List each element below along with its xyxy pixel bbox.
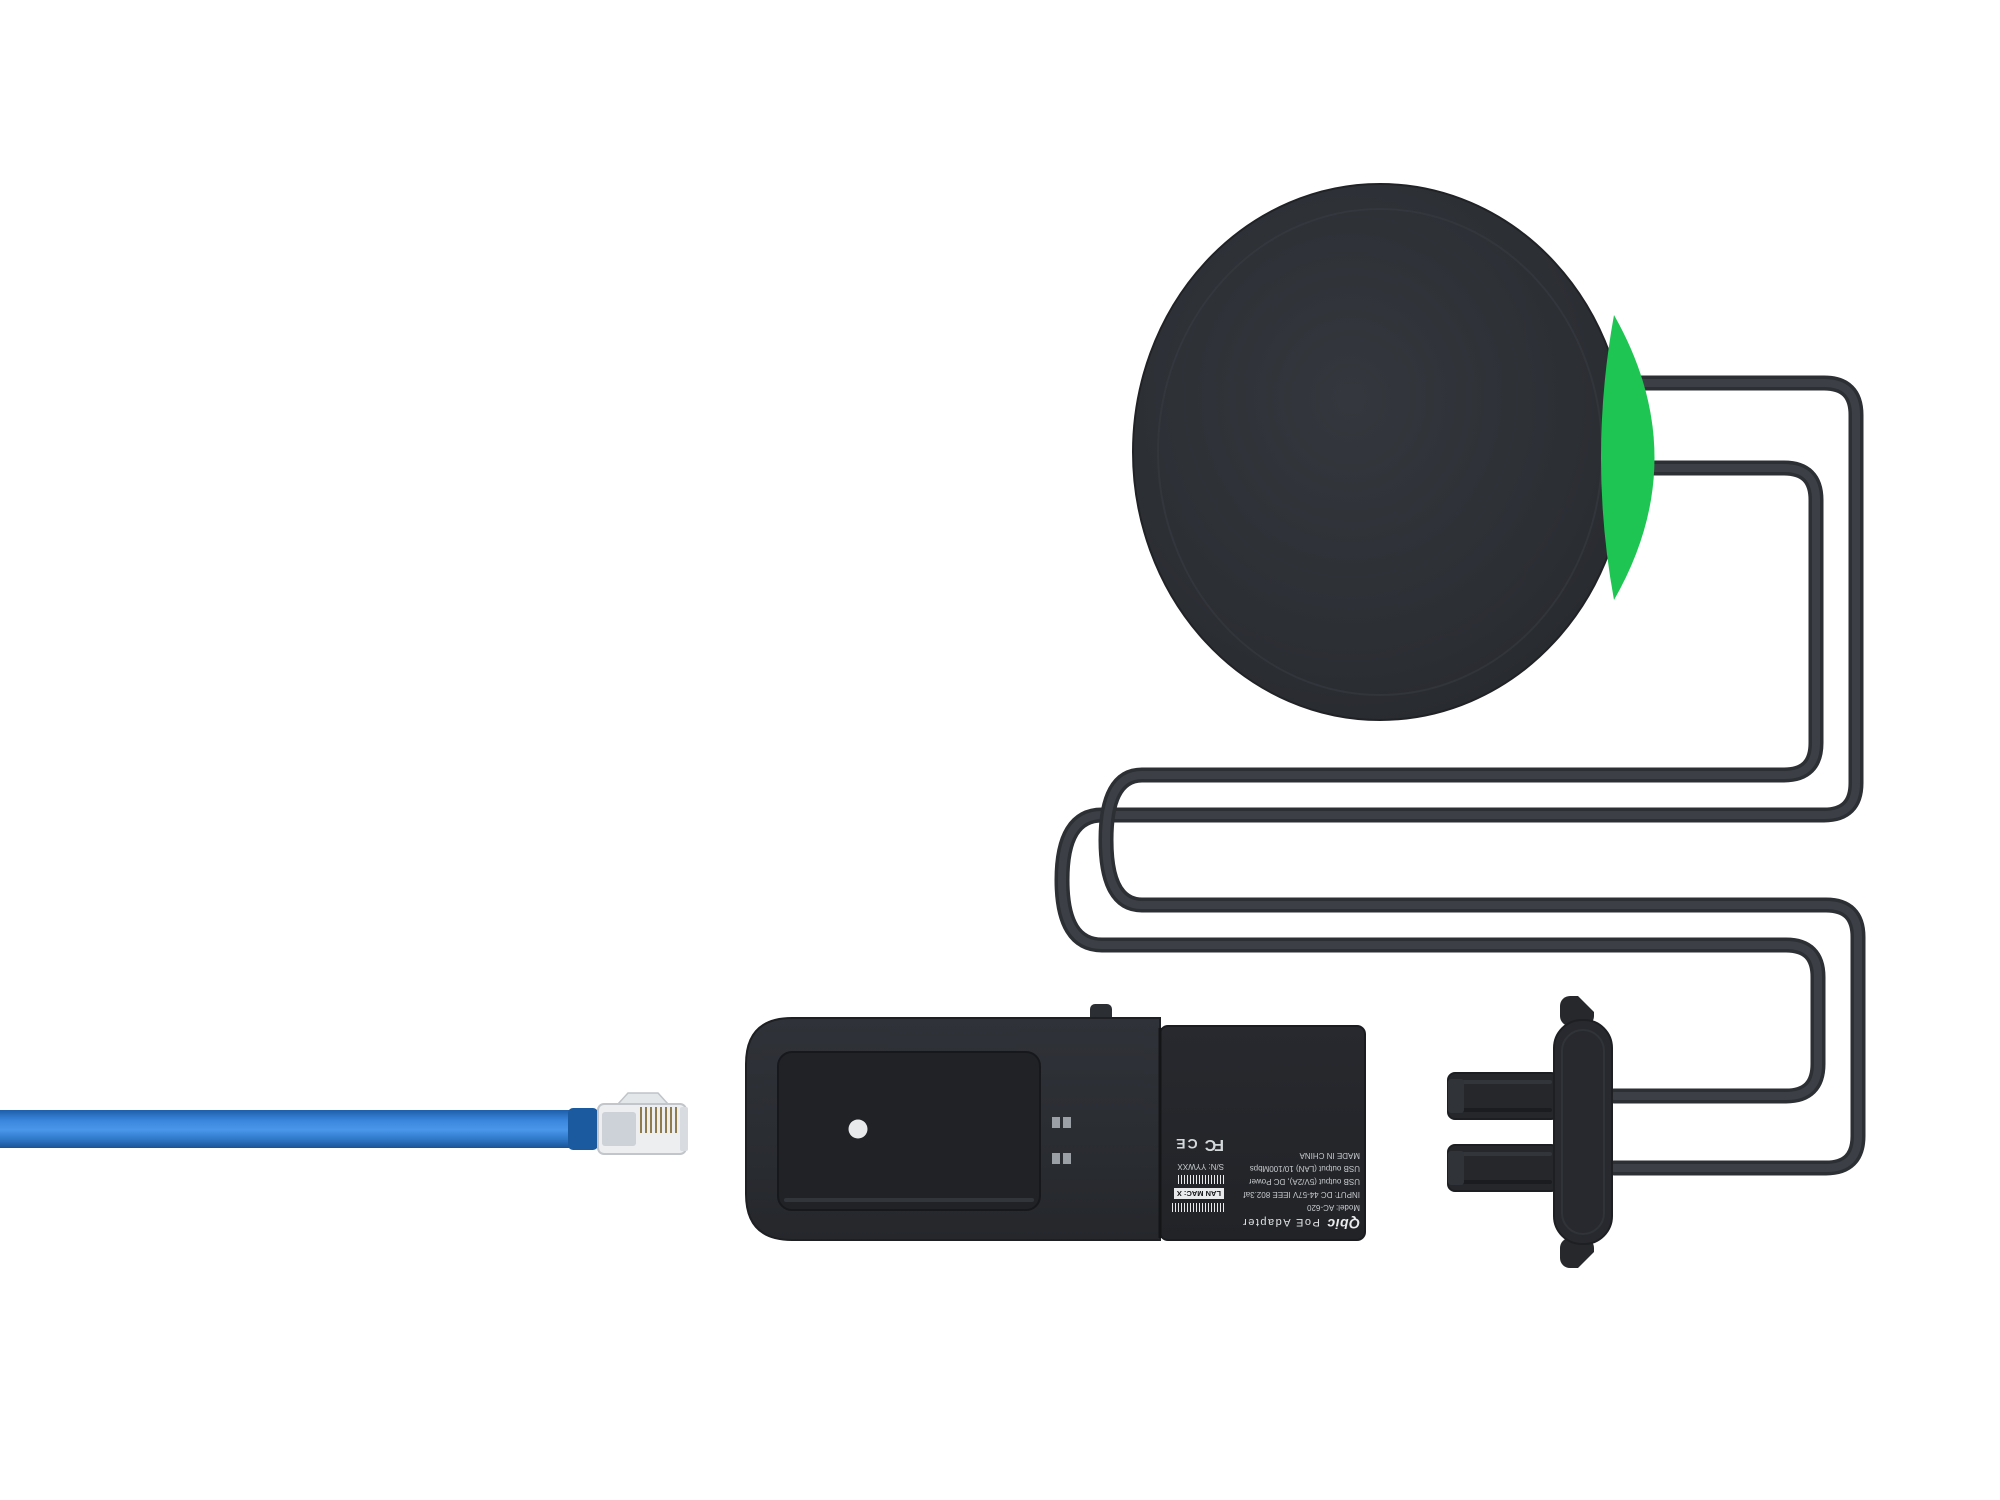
ethernet-boot — [568, 1108, 598, 1150]
adapter-slot-highlight — [784, 1198, 1034, 1202]
clip-bottom-notch — [1578, 1252, 1594, 1268]
usb-plug-bottom — [1447, 1144, 1559, 1192]
adapter-slot — [777, 1051, 1041, 1211]
connector-plate — [1553, 1019, 1613, 1245]
ce-mark: CE — [1174, 1136, 1198, 1152]
adapter-pilot-hole — [848, 1119, 868, 1139]
lan-mac-box: LAN MAC: X — [1173, 1188, 1224, 1199]
rj45-cable-window — [602, 1112, 636, 1146]
label-usb-power: USB output (5V/2A), DC Power — [1248, 1177, 1360, 1186]
fcc-mark: FC — [1206, 1136, 1224, 1153]
connector-plate-ring — [1561, 1029, 1605, 1235]
usb-plug-top — [1447, 1072, 1559, 1120]
rj45-latch — [616, 1092, 670, 1105]
rj45-connector — [597, 1092, 688, 1155]
clip-top-notch — [1578, 996, 1594, 1012]
brand-logo: Qbic — [1326, 1216, 1360, 1232]
status-light-green — [1601, 315, 1655, 600]
adapter-contact-marks — [1052, 1117, 1071, 1164]
cable-harness — [1054, 375, 1866, 1176]
poe-adapter — [745, 1004, 1366, 1241]
label-brand-row: Qbic PoE Adapter — [1168, 1216, 1360, 1232]
ethernet-cable-assembly — [0, 1092, 688, 1155]
rj45-tip — [680, 1107, 688, 1151]
label-made-in: MADE IN CHINA — [1299, 1151, 1360, 1160]
label-input: INPUT: DC 44-57V IEEE 802.3af — [1243, 1190, 1361, 1199]
cable-lower-core — [1101, 464, 1862, 1172]
barcode — [1170, 1203, 1224, 1212]
label-ids-column: LAN MAC: X S/N: YYWXX FC CE — [1168, 1135, 1224, 1212]
puck-device — [1132, 183, 1628, 721]
certification-marks: FC CE — [1174, 1135, 1224, 1153]
label-serial: S/N: YYWXX — [1177, 1162, 1224, 1171]
label-columns: Model: AC-620 INPUT: DC 44-57V IEEE 802.… — [1168, 1135, 1360, 1212]
label-model: Model: AC-620 — [1307, 1203, 1360, 1212]
cable-upper-core — [1057, 379, 1860, 1100]
adapter-label: Qbic PoE Adapter Model: AC-620 INPUT: DC… — [1168, 1036, 1360, 1232]
label-usb-lan: USB output (LAN) 10/100Mbps — [1249, 1164, 1360, 1173]
barcode — [1178, 1175, 1224, 1184]
product-name: PoE Adapter — [1241, 1216, 1320, 1228]
label-specs-column: Model: AC-620 INPUT: DC 44-57V IEEE 802.… — [1232, 1135, 1361, 1212]
usb-connector-assembly — [1447, 996, 1613, 1268]
ethernet-cable — [0, 1110, 576, 1148]
puck-body — [1132, 183, 1628, 721]
rj45-pins — [640, 1107, 677, 1133]
